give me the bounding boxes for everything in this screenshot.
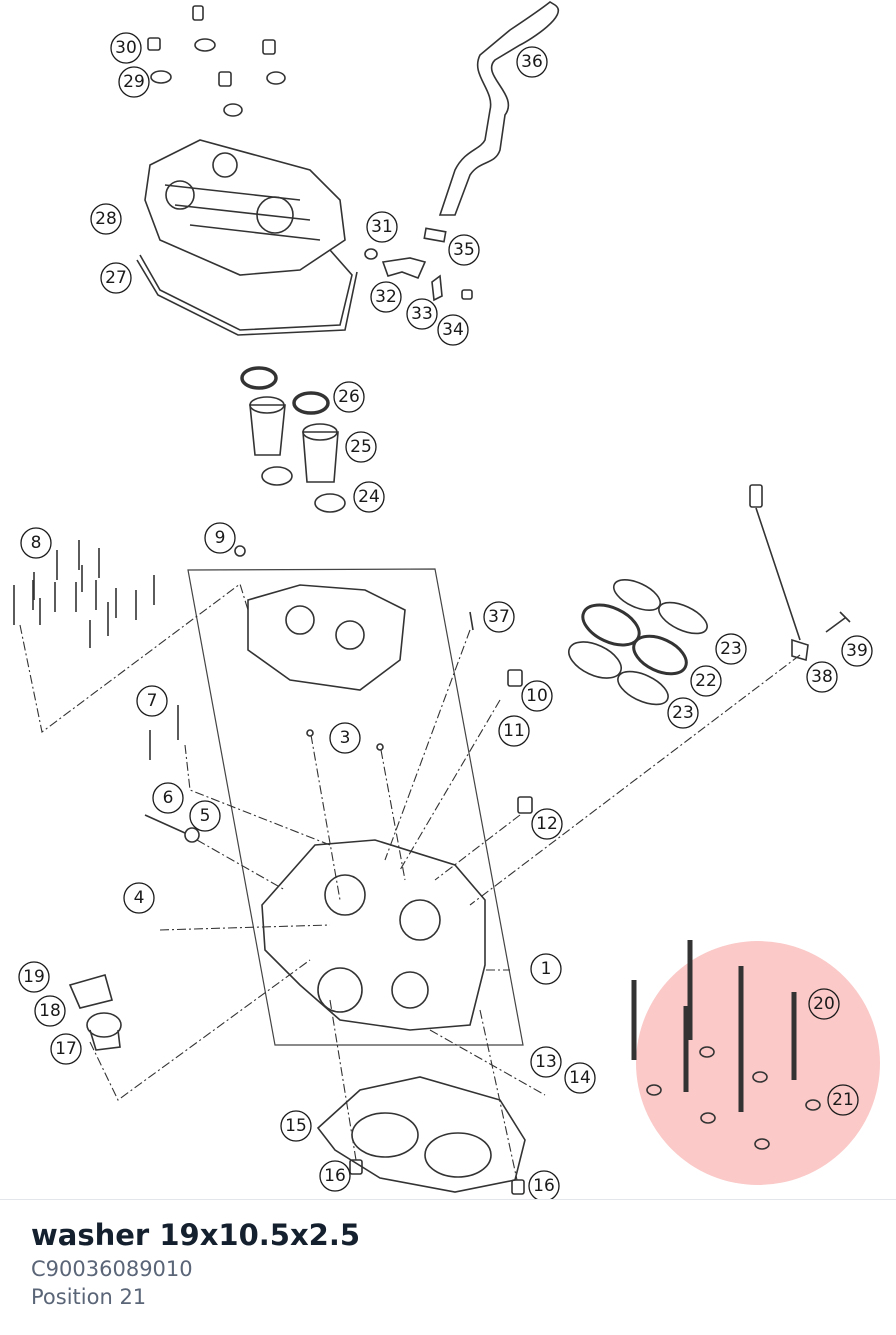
callout-label[interactable]: 30 — [115, 38, 137, 58]
callout-label[interactable]: 32 — [375, 287, 397, 307]
callout-label[interactable]: 25 — [350, 437, 372, 457]
callout-label[interactable]: 27 — [105, 268, 127, 288]
callout-label[interactable]: 23 — [720, 639, 742, 659]
callout-label[interactable]: 14 — [569, 1068, 591, 1088]
callout-label[interactable]: 13 — [535, 1052, 557, 1072]
callout-label[interactable]: 38 — [811, 667, 833, 687]
callout-label[interactable]: 9 — [215, 528, 226, 548]
callout-label[interactable]: 15 — [285, 1116, 307, 1136]
callout-label[interactable]: 39 — [846, 641, 868, 661]
callout-label[interactable]: 21 — [832, 1090, 854, 1110]
callout-label[interactable]: 8 — [31, 533, 42, 553]
callout-label[interactable]: 7 — [147, 691, 158, 711]
callout-label[interactable]: 16 — [324, 1166, 346, 1186]
callout-label[interactable]: 1 — [541, 959, 552, 979]
callout-label[interactable]: 20 — [813, 994, 835, 1014]
callout-label[interactable]: 3 — [340, 728, 351, 748]
part-name: washer 19x10.5x2.5 — [31, 1218, 361, 1252]
part-position: Position 21 — [31, 1285, 147, 1309]
callout-label[interactable]: 17 — [55, 1039, 77, 1059]
callout-label[interactable]: 35 — [453, 240, 475, 260]
callout-label[interactable]: 22 — [695, 671, 717, 691]
callout-label[interactable]: 33 — [411, 304, 433, 324]
selected-part-highlight[interactable] — [636, 941, 880, 1185]
panel-divider — [0, 1199, 896, 1200]
callout-label[interactable]: 12 — [536, 814, 558, 834]
callout-labels: 1 3 4 5 6 7 8 9 10 11 12 13 14 15 16 16 … — [23, 38, 868, 1196]
callout-label[interactable]: 28 — [95, 209, 117, 229]
callout-label[interactable]: 10 — [526, 686, 548, 706]
leader-lines — [19, 583, 801, 1181]
callout-label[interactable]: 6 — [163, 788, 174, 808]
callout-label[interactable]: 16 — [533, 1176, 555, 1196]
callout-label[interactable]: 19 — [23, 967, 45, 987]
part-drawings — [13, 1, 851, 1195]
callout-circles — [18, 32, 873, 1200]
callout-label[interactable]: 26 — [338, 387, 360, 407]
callout-label[interactable]: 23 — [672, 703, 694, 723]
callout-label[interactable]: 24 — [358, 487, 380, 507]
callout-label[interactable]: 36 — [521, 52, 543, 72]
callout-label[interactable]: 5 — [200, 806, 211, 826]
callout-label[interactable]: 18 — [39, 1001, 61, 1021]
callout-label[interactable]: 37 — [488, 607, 510, 627]
callout-label[interactable]: 11 — [503, 721, 525, 741]
part-number: C90036089010 — [31, 1257, 193, 1281]
callout-label[interactable]: 31 — [371, 217, 393, 237]
part-detail-panel: washer 19x10.5x2.5 C90036089010 Position… — [31, 1215, 871, 1311]
exploded-parts-diagram: 1 3 4 5 6 7 8 9 10 11 12 13 14 15 16 16 … — [13, 1, 880, 1200]
callout-label[interactable]: 29 — [123, 72, 145, 92]
callout-label[interactable]: 34 — [442, 320, 464, 340]
callout-label[interactable]: 4 — [134, 888, 145, 908]
